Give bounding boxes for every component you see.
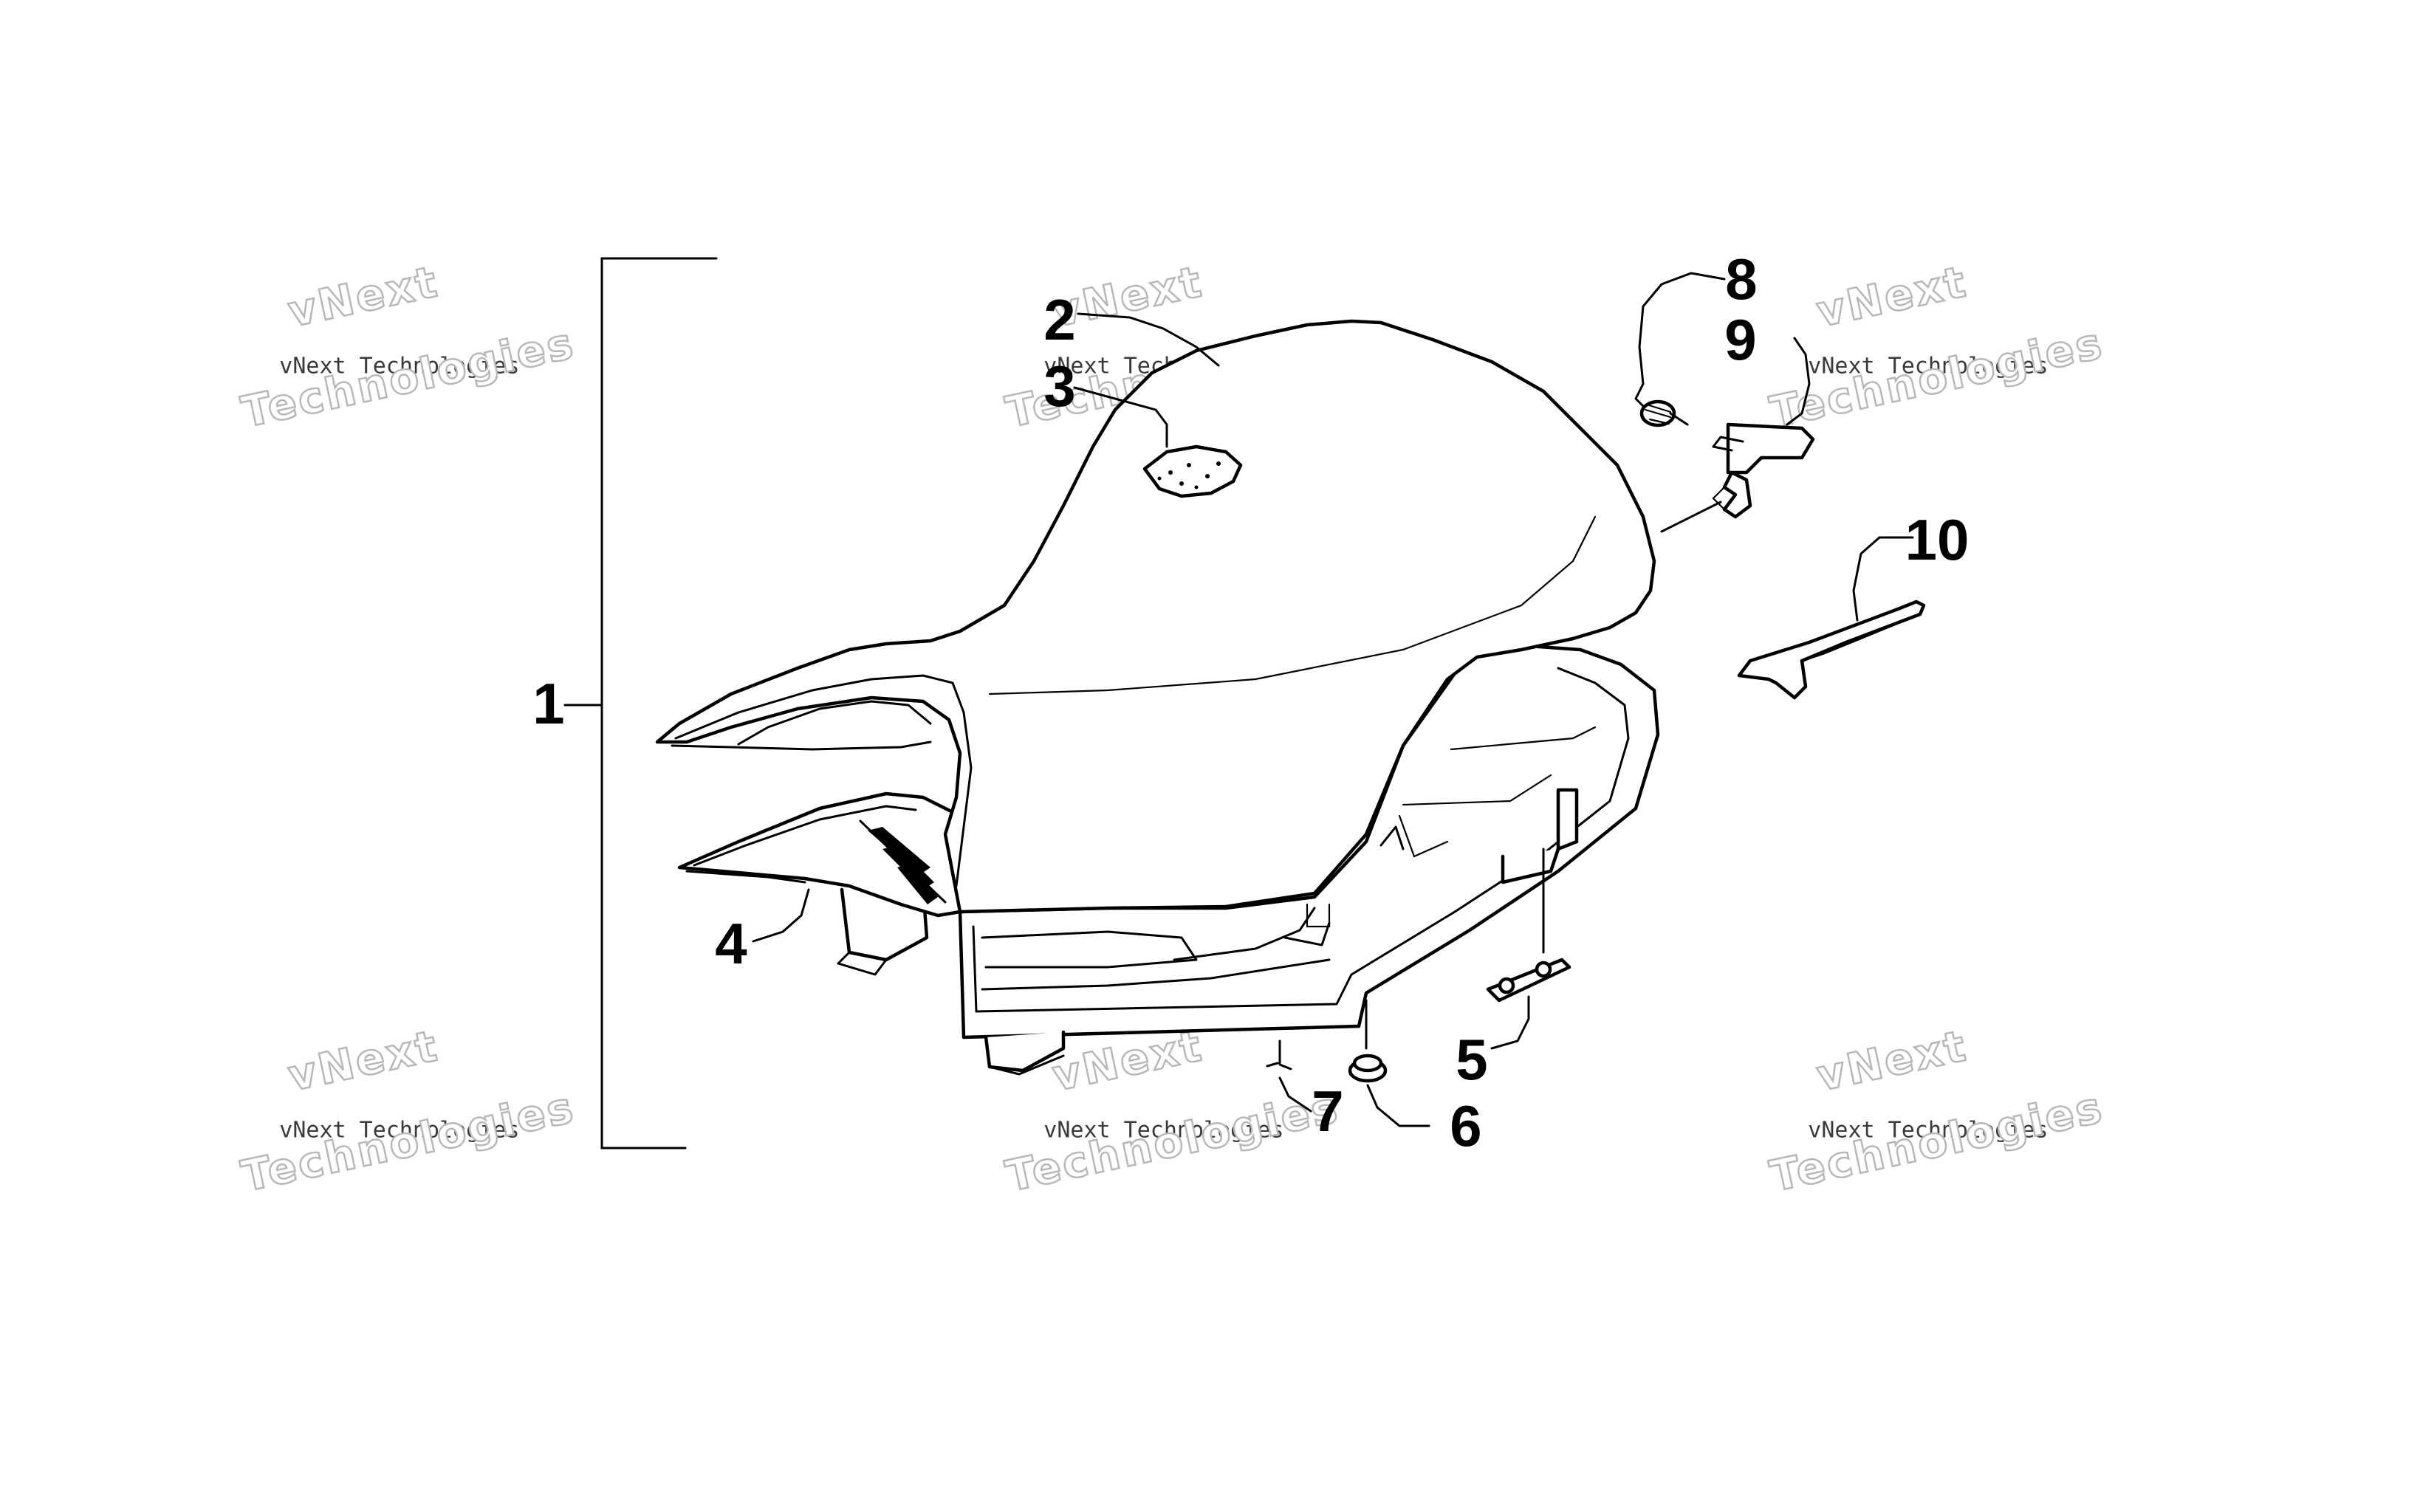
callout-4: 4 [715, 911, 747, 976]
callout-9: 9 [1724, 307, 1756, 372]
watermark-line2: vNext Technologies [1043, 1118, 1283, 1144]
seat-tool [1737, 599, 1926, 700]
watermark-top-left: vNext vNext Technologies Technologies [236, 255, 580, 439]
watermark-line2: vNext Technologies [279, 1118, 519, 1144]
watermark-line2: vNext Technologies [1808, 1118, 2048, 1144]
latch-spring [1634, 382, 1689, 427]
watermark-line2: vNext Technologies [279, 354, 519, 379]
watermark-line3: Technologies [237, 1082, 579, 1201]
callout-10: 10 [1905, 507, 1970, 572]
watermark-line2: vNext Technologies [1808, 354, 2048, 379]
callout-3: 3 [1043, 354, 1075, 419]
watermark-line1: vNext [284, 256, 442, 337]
seat-latch [1712, 422, 1815, 519]
watermark-line3: Technologies [1766, 1082, 2108, 1201]
watermark-line1: vNext [1812, 256, 1971, 337]
grommet [1348, 1054, 1388, 1083]
watermark-bottom-left: vNext vNext Technologies Technologies [236, 1020, 580, 1203]
callout-1: 1 [532, 671, 564, 736]
watermark-line1: vNext [1812, 1020, 1971, 1101]
assembly-bracket [563, 257, 718, 1150]
callout-labels: 1 2 3 4 5 6 7 8 9 10 [532, 247, 1969, 1158]
watermark-bottom-right: vNext vNext Technologies Technologies [1765, 1020, 2109, 1203]
seat-cover [655, 319, 1656, 914]
leader-lines [752, 272, 1914, 1127]
callout-6: 6 [1450, 1093, 1481, 1158]
watermark-line3: Technologies [1766, 317, 2108, 437]
watermark-line1: vNext [284, 1020, 442, 1101]
mount-plate [1486, 958, 1571, 1003]
watermark-line3: Technologies [237, 317, 579, 437]
clip [1266, 1040, 1292, 1071]
side-panel [677, 791, 962, 918]
callout-7: 7 [1312, 1079, 1343, 1144]
callout-5: 5 [1456, 1027, 1487, 1092]
callout-2: 2 [1043, 287, 1075, 352]
callout-8: 8 [1725, 247, 1757, 312]
watermark-top-right: vNext vNext Technologies Technologies [1765, 255, 2109, 439]
foam-patch [1142, 444, 1243, 498]
